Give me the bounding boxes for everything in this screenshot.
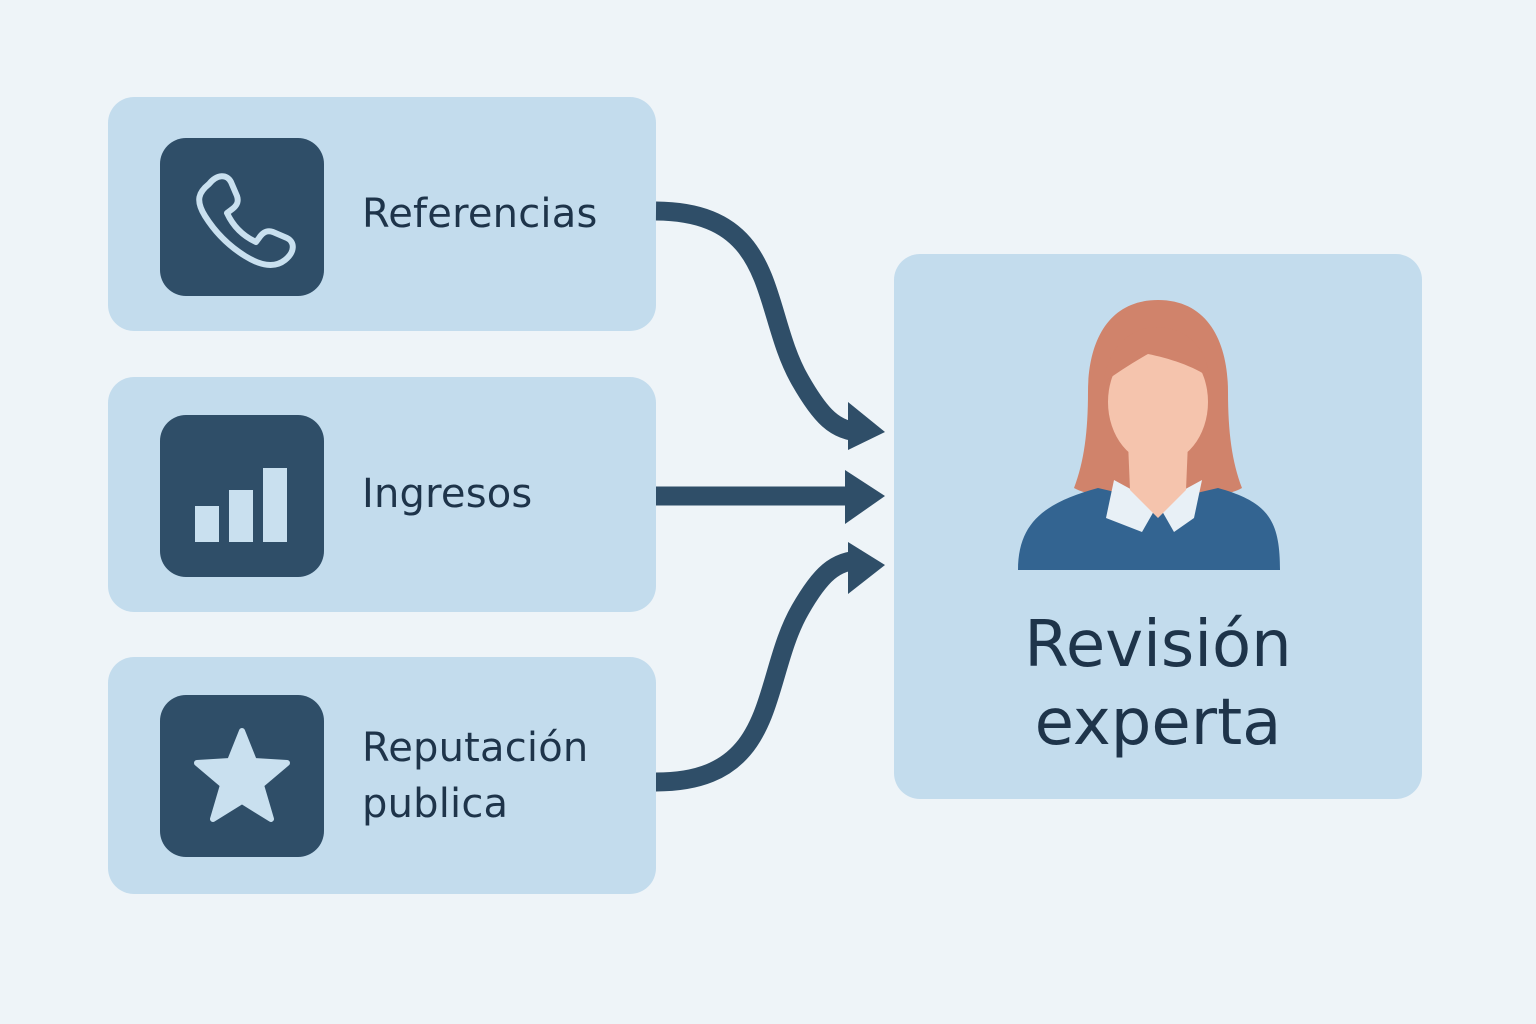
source-card-ingresos: Ingresos — [108, 377, 656, 612]
source-card-reputacion: Reputación publica — [108, 657, 656, 894]
arrow-referencias — [655, 201, 863, 442]
source-label: Referencias — [362, 191, 598, 237]
arrow-reputacion — [655, 550, 863, 792]
source-label: Reputación publica — [362, 725, 589, 827]
star-icon-box — [160, 695, 324, 857]
target-card-revision-experta: Revisión experta — [894, 254, 1422, 799]
star-icon — [194, 728, 290, 822]
bar-chart-icon — [195, 468, 287, 542]
bar-chart-icon-box — [160, 415, 324, 577]
source-label: Ingresos — [362, 471, 533, 517]
person-avatar-icon — [1018, 300, 1280, 570]
phone-icon — [196, 173, 296, 268]
arrowhead-reputacion — [848, 542, 885, 594]
target-label: Revisión experta — [1024, 608, 1292, 760]
phone-icon-box — [160, 138, 324, 296]
arrowhead-ingresos — [845, 470, 885, 524]
arrowhead-referencias — [848, 402, 885, 450]
source-card-referencias: Referencias — [108, 97, 656, 331]
